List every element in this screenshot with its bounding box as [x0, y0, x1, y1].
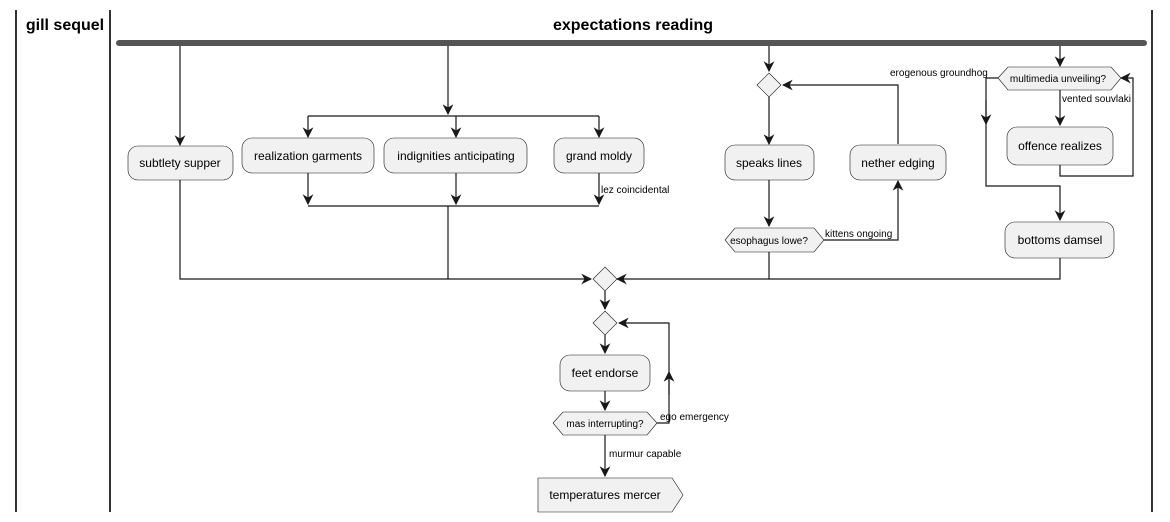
- edge-nether-back-to-merge: [781, 79, 899, 144]
- decision-label: multimedia unveiling?: [1010, 74, 1107, 85]
- edge-kittens-loop: [824, 179, 904, 241]
- edge-offence-loop-back: [1059, 72, 1134, 177]
- activity-label: realization garments: [254, 149, 362, 163]
- activity-speaks-lines: speaks lines: [724, 144, 815, 181]
- activity-temperatures-mercer: temperatures mercer: [537, 477, 684, 513]
- activity-subtlety-supper: subtlety supper: [127, 145, 234, 181]
- activity-offence-realizes: offence realizes: [1006, 126, 1114, 166]
- swimlane-title-gill-sequel: gill sequel: [26, 17, 104, 34]
- decision-label: esophagus lowe?: [730, 236, 808, 247]
- activity-label: indignities anticipating: [397, 149, 514, 163]
- swimlane-title-expectations-reading: expectations reading: [553, 17, 713, 34]
- activity-label: bottoms damsel: [1018, 233, 1103, 247]
- edge-label-vented-souvlaki: vented souvlaki: [1062, 94, 1131, 105]
- edge-bottoms-to-merge: [769, 258, 1061, 280]
- activity-nether-edging: nether edging: [849, 144, 947, 181]
- loop-merge-diamond: [756, 72, 782, 98]
- decision-esophagus-lowe: esophagus lowe?: [724, 227, 825, 253]
- activity-grand-moldy: grand moldy: [553, 137, 645, 174]
- edge-label-kittens-ongoing: kittens ongoing: [825, 229, 892, 240]
- edge-label-ego-emergency: ego emergency: [660, 412, 729, 423]
- edge-label-erogenous-groundhog: erogenous groundhog: [890, 68, 988, 79]
- activity-label: subtlety supper: [139, 156, 220, 170]
- activity-label: grand moldy: [566, 149, 632, 163]
- edge-label-lez-coincidental: lez coincidental: [601, 185, 669, 196]
- activity-label: speaks lines: [736, 156, 802, 170]
- decision-multimedia-unveiling: multimedia unveiling?: [997, 66, 1122, 91]
- decision-label: mas interrupting?: [566, 419, 644, 430]
- activity-bottoms-damsel: bottoms damsel: [1004, 221, 1115, 259]
- edge-multimedia-exit: [985, 77, 1066, 222]
- edge-esophagus-to-merge: [615, 252, 770, 285]
- fork-bar: [116, 40, 1147, 46]
- activity-feet-endorse: feet endorse: [559, 354, 651, 392]
- edge-subtlety-to-merge: [179, 180, 593, 285]
- activity-indignities-anticipating: indignities anticipating: [383, 137, 528, 174]
- decision-mas-interrupting: mas interrupting?: [552, 411, 658, 436]
- activity-realization-garments: realization garments: [241, 137, 375, 174]
- activity-label: offence realizes: [1018, 139, 1102, 153]
- main-merge-diamond: [592, 266, 618, 292]
- activity-label: feet endorse: [572, 366, 639, 380]
- activity-label: nether edging: [861, 156, 934, 170]
- edge-label-murmur-capable: murmur capable: [609, 449, 682, 460]
- repeat-diamond: [592, 310, 618, 336]
- activity-label: temperatures mercer: [549, 488, 660, 502]
